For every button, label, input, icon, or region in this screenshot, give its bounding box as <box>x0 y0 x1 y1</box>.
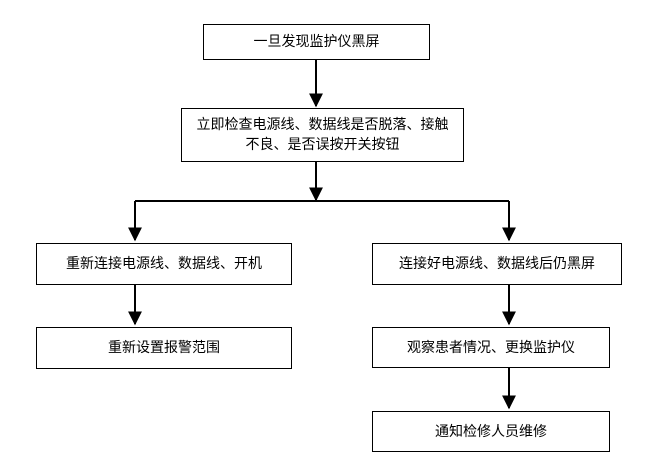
node-start-label: 一旦发现监护仪黑屏 <box>253 34 380 50</box>
node-left-reconnect-label: 重新连接电源线、数据线、开机 <box>66 256 262 272</box>
node-left-reset-label: 重新设置报警范围 <box>108 340 220 356</box>
node-right-observe-label: 观察患者情况、更换监护仪 <box>407 339 575 356</box>
node-check-label: 立即检查电源线、数据线是否脱落、接触不良、是否误按开关按钮 <box>196 117 449 153</box>
node-right-notify: 通知检修人员维修 <box>372 411 610 452</box>
node-right-observe: 观察患者情况、更换监护仪 <box>372 327 610 368</box>
node-start: 一旦发现监护仪黑屏 <box>203 24 430 60</box>
node-check: 立即检查电源线、数据线是否脱落、接触不良、是否误按开关按钮 <box>181 108 464 162</box>
node-left-reset: 重新设置报警范围 <box>36 327 292 369</box>
node-right-notify-label: 通知检修人员维修 <box>435 423 547 440</box>
node-left-reconnect: 重新连接电源线、数据线、开机 <box>36 243 292 285</box>
node-right-still-black-label: 连接好电源线、数据线后仍黑屏 <box>399 256 595 272</box>
node-right-still-black: 连接好电源线、数据线后仍黑屏 <box>372 243 622 285</box>
